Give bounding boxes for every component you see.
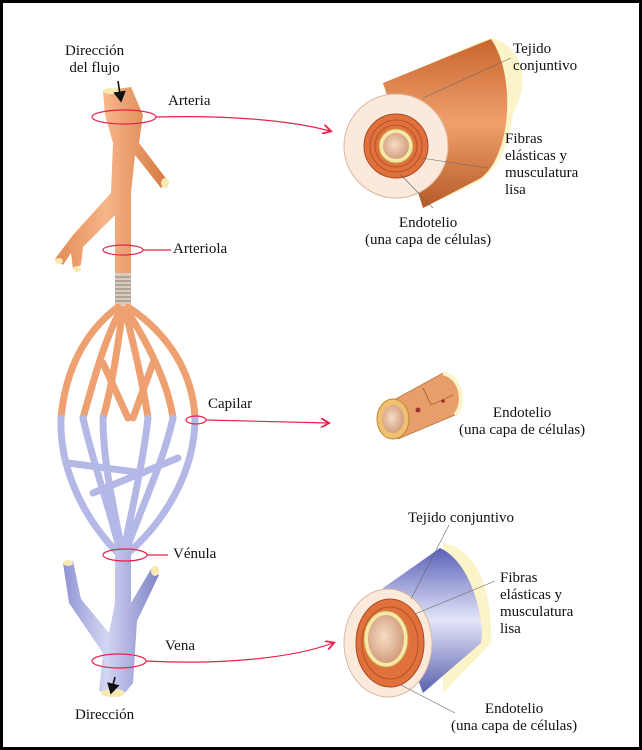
vein-vessel: [63, 551, 159, 693]
text-line: elásticas y: [500, 587, 563, 603]
text-line: elásticas y: [505, 148, 568, 164]
vein-connective-label: Tejido conjuntivo: [408, 510, 515, 526]
text-line: lisa: [505, 182, 526, 198]
artery-fibers-label: Fibras elásticas y musculatura lisa: [505, 131, 578, 199]
text-line: (una capa de células): [459, 422, 586, 438]
vein-fibers-label: Fibras elásticas y musculatura lisa: [500, 570, 573, 638]
artery-vessel: [55, 87, 168, 273]
flow-in-line-1: Dirección: [65, 43, 125, 59]
arteriole-label: Arteriola: [173, 241, 228, 257]
flow-out-arrow-icon: [107, 676, 120, 695]
text-line: Endotelio: [398, 215, 458, 231]
text-line: Fibras: [505, 131, 543, 147]
artery-connective-label: Tejido conjuntivo: [513, 41, 577, 75]
capillary-bed: [57, 303, 199, 557]
artery-label: Arteria: [168, 93, 211, 109]
text-line: lisa: [500, 621, 521, 637]
flow-in-line-2: del flujo: [69, 60, 120, 76]
text-line: Endotelio: [484, 701, 544, 717]
text-line: Endotelio: [492, 405, 552, 421]
diagram-artwork: [55, 38, 523, 714]
capillary-cross-section: [376, 371, 463, 440]
flow-in-arrow-icon: [113, 80, 126, 103]
text-line: Fibras: [500, 570, 538, 586]
vein-tree: [63, 551, 159, 697]
venule-label: Vénula: [173, 546, 217, 562]
text-line: Tejido: [513, 41, 552, 57]
text-line: (una capa de células): [365, 232, 492, 248]
vein-cross-section: [343, 524, 496, 714]
locator-pointers: [91, 109, 333, 669]
flow-in-label: Dirección del flujo: [65, 43, 124, 77]
precapillary-rings: [115, 273, 131, 305]
vein-endothelium-label: Endotelio (una capa de células): [451, 701, 577, 735]
flow-out-label: Dirección: [75, 707, 135, 723]
artery-endothelium-label: Endotelio (una capa de células): [365, 215, 491, 249]
vein-label: Vena: [165, 638, 195, 654]
text-line: conjuntivo: [513, 58, 578, 74]
artery-cross-section: [343, 38, 523, 209]
artery-tree: [55, 87, 169, 273]
blood-vessels-diagram: Dirección del flujo Arteria Arteriola Ca…: [3, 3, 639, 747]
text-line: (una capa de células): [451, 718, 578, 734]
text-line: musculatura: [500, 604, 574, 620]
text-line: musculatura: [505, 165, 579, 181]
capillary-endothelium-label: Endotelio (una capa de células): [459, 405, 585, 439]
capillary-label: Capilar: [208, 396, 253, 412]
